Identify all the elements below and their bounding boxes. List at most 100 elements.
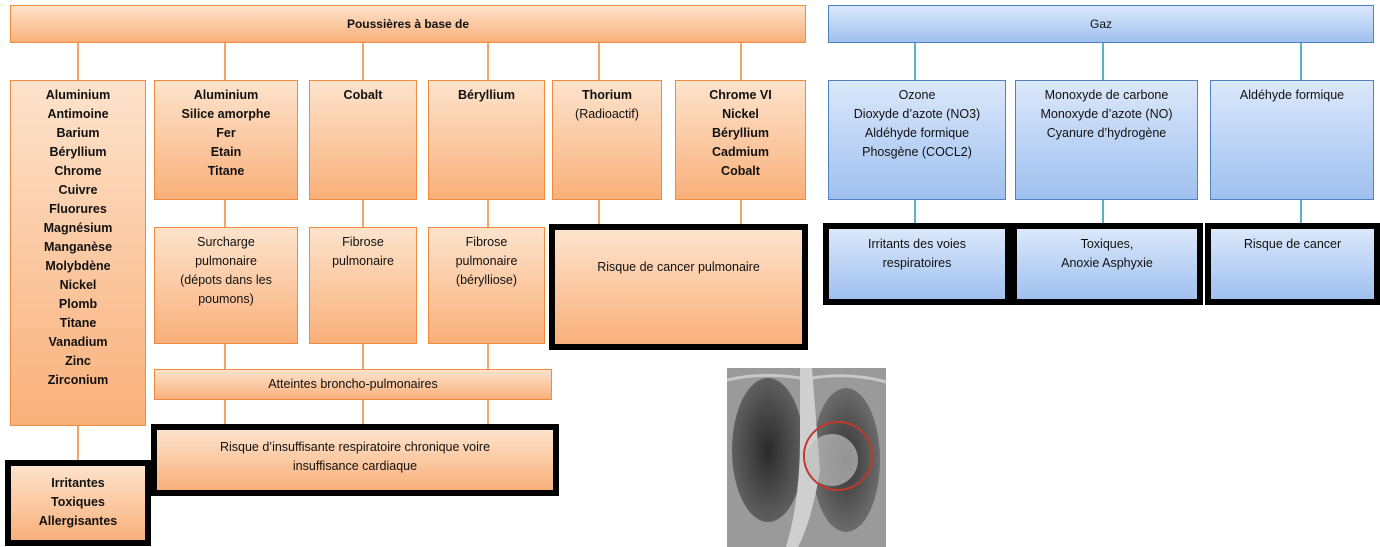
gas-group-monoxyde: Monoxyde de carbone Monoxyde d’azote (NO… [1015, 80, 1198, 200]
effect-cancer-pulmonaire: Risque de cancer pulmonaire [549, 224, 808, 350]
effect-line: Surcharge [197, 235, 255, 249]
effect-atteintes: Atteintes broncho-pulmonaires [154, 369, 552, 400]
gas-group-ozone: Ozone Dioxyde d’azote (NO3) Aldéhyde for… [828, 80, 1006, 200]
dust-item: Aluminium [193, 88, 259, 102]
gas-item: Monoxyde de carbone [1044, 88, 1169, 102]
effect-line: pulmonaire [195, 254, 257, 268]
connector [598, 43, 600, 80]
dust-group-cobalt: Cobalt [309, 80, 417, 200]
effect-fibrose-berylliose: Fibrose pulmonaire (bérylliose) [428, 227, 545, 344]
effect-line: respiratoires [882, 256, 952, 270]
connector [77, 426, 79, 462]
effect-line: (bérylliose) [455, 273, 518, 287]
connector [224, 400, 226, 427]
metal-item: Magnésium [43, 221, 113, 235]
connector [224, 43, 226, 80]
metal-item: Chrome [54, 164, 102, 178]
connector [1102, 43, 1104, 80]
gas-effect-toxiques: Toxiques, Anoxie Asphyxie [1011, 223, 1203, 305]
metal-item: Barium [56, 126, 100, 140]
effect-line: Risque de cancer pulmonaire [597, 260, 760, 274]
connector [362, 400, 364, 427]
dust-item: Nickel [722, 107, 759, 121]
effect-line: Atteintes broncho-pulmonaires [268, 377, 438, 391]
gas-header: Gaz [828, 5, 1374, 43]
gas-item: Ozone [898, 88, 936, 102]
dust-header-label: Poussières à base de [346, 16, 470, 31]
metal-item: Titane [59, 316, 97, 330]
effect-line: Risque de cancer [1243, 237, 1342, 251]
gas-item: Aldéhyde formique [1239, 88, 1345, 102]
connector [487, 200, 489, 227]
effect-line: Toxiques, [1080, 237, 1134, 251]
connector [487, 344, 489, 369]
effect-line: Irritants des voies [868, 237, 966, 251]
gas-effect-cancer: Risque de cancer [1205, 223, 1380, 305]
connector [487, 400, 489, 427]
gas-item: Aldéhyde formique [864, 126, 970, 140]
connector [598, 200, 600, 227]
dust-item: Fer [216, 126, 236, 140]
connector [740, 43, 742, 80]
gas-item: Phosgène (COCL2) [862, 145, 972, 159]
metal-item: Béryllium [49, 145, 107, 159]
dust-item: Cobalt [343, 88, 383, 102]
effect-line: poumons) [198, 292, 254, 306]
dust-item: Silice amorphe [181, 107, 271, 121]
metal-item: Cuivre [58, 183, 98, 197]
connector [914, 43, 916, 80]
effect-line: Fibrose [342, 235, 384, 249]
connector [362, 43, 364, 80]
effect-line: Risque d’insuffisante respiratoire chron… [219, 440, 491, 454]
effect-fibrose: Fibrose pulmonaire [309, 227, 417, 344]
effect-line: Irritantes [51, 476, 105, 490]
metal-item: Zirconium [47, 373, 109, 387]
effect-line: pulmonaire [455, 254, 518, 268]
dust-item: Chrome VI [709, 88, 772, 102]
effect-surcharge: Surcharge pulmonaire (dépots dans les po… [154, 227, 298, 344]
dust-group-aluminium-silice: Aluminium Silice amorphe Fer Etain Titan… [154, 80, 298, 200]
gas-header-label: Gaz [1089, 16, 1112, 31]
dust-group-chrome-vi: Chrome VI Nickel Béryllium Cadmium Cobal… [675, 80, 806, 200]
dust-item: (Radioactif) [575, 107, 639, 121]
dust-item: Etain [210, 145, 242, 159]
dust-header: Poussières à base de [10, 5, 806, 43]
effect-line: insuffisance cardiaque [292, 459, 418, 473]
dust-item: Cobalt [721, 164, 760, 178]
dust-item: Béryllium [458, 88, 515, 102]
connector [224, 344, 226, 369]
gas-item: Monoxyde d’azote (NO) [1040, 107, 1173, 121]
metal-item: Molybdène [45, 259, 111, 273]
connector [740, 200, 742, 227]
connector [362, 200, 364, 227]
metal-item: Vanadium [48, 335, 108, 349]
dust-item: Cadmium [712, 145, 769, 159]
connector [77, 43, 79, 80]
effect-irritantes: Irritantes Toxiques Allergisantes [5, 460, 151, 546]
effect-insuffisance: Risque d’insuffisante respiratoire chron… [151, 424, 559, 496]
effect-line: Fibrose [465, 235, 508, 249]
dust-item: Thorium [582, 88, 632, 102]
dust-group-beryllium: Béryllium [428, 80, 545, 200]
connector [914, 200, 916, 225]
gas-group-aldehyde: Aldéhyde formique [1210, 80, 1374, 200]
metal-item: Nickel [59, 278, 97, 292]
gas-effect-irritants: Irritants des voies respiratoires [823, 223, 1011, 305]
effect-line: Toxiques [51, 495, 105, 509]
effect-line: pulmonaire [332, 254, 394, 268]
metal-item: Zinc [65, 354, 91, 368]
effect-line: Allergisantes [38, 514, 118, 528]
gas-item: Cyanure d’hydrogène [1046, 126, 1167, 140]
dust-item: Titane [207, 164, 245, 178]
dust-item: Béryllium [712, 126, 769, 140]
connector [224, 200, 226, 227]
connector [1300, 43, 1302, 80]
dust-group-metals: Aluminium Antimoine Barium Béryllium Chr… [10, 80, 146, 426]
connector [362, 344, 364, 369]
metal-item: Aluminium [45, 88, 111, 102]
dust-group-thorium: Thorium (Radioactif) [552, 80, 662, 200]
metal-item: Manganèse [43, 240, 113, 254]
connector [1300, 200, 1302, 225]
metal-item: Plomb [58, 297, 98, 311]
connector [487, 43, 489, 80]
